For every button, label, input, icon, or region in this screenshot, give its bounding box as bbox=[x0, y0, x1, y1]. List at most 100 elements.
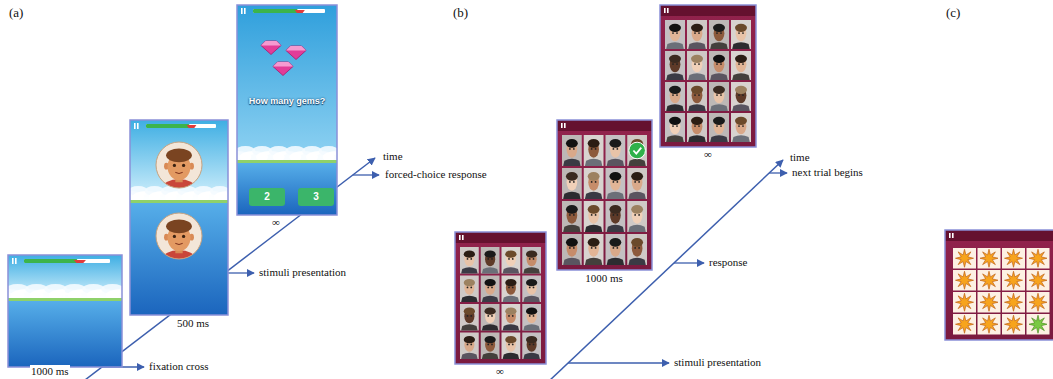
face-photo bbox=[502, 333, 521, 360]
face-photo bbox=[584, 234, 604, 265]
progress-track bbox=[253, 9, 325, 13]
face-photo bbox=[481, 304, 500, 331]
face-photo bbox=[606, 234, 626, 265]
app-screen bbox=[945, 230, 1053, 340]
star-tile bbox=[953, 270, 976, 291]
pause-icon bbox=[952, 233, 954, 238]
face-photo bbox=[606, 168, 626, 199]
screen-border bbox=[8, 255, 122, 367]
face-photo bbox=[460, 276, 479, 303]
screen-ground bbox=[557, 120, 652, 270]
screen-border bbox=[660, 5, 756, 147]
answer-button: 2 bbox=[249, 188, 285, 206]
face-photo bbox=[460, 247, 479, 274]
star-tile bbox=[978, 292, 1001, 313]
event-arrow bbox=[353, 174, 379, 175]
button-label: 3 bbox=[313, 188, 319, 206]
face-photo bbox=[709, 82, 729, 111]
pause-icon bbox=[564, 123, 566, 128]
pause-icon bbox=[241, 8, 243, 14]
label-anchor: next trial begins bbox=[791, 166, 864, 179]
boat-icon bbox=[295, 10, 305, 13]
timeline-label: ∞ bbox=[703, 148, 713, 161]
face-photo bbox=[687, 20, 707, 49]
clouds bbox=[8, 284, 122, 301]
gem-icon bbox=[286, 46, 306, 60]
pause-icon bbox=[667, 8, 669, 13]
star-tile bbox=[978, 270, 1001, 291]
face-photo bbox=[606, 135, 626, 166]
label-anchor: ∞ bbox=[703, 148, 713, 161]
pause-icon bbox=[462, 235, 464, 240]
grass bbox=[8, 298, 122, 301]
star-tile bbox=[978, 248, 1001, 269]
star-tile bbox=[1027, 248, 1050, 269]
gem-icon bbox=[261, 41, 281, 55]
face-photo bbox=[562, 135, 582, 166]
progress-fill bbox=[253, 9, 298, 13]
progress-fill bbox=[24, 259, 77, 263]
face-photo bbox=[665, 82, 685, 111]
face-photo bbox=[627, 168, 647, 199]
timeline-label: ∞ bbox=[271, 216, 281, 229]
panel-letter: (c) bbox=[945, 6, 961, 21]
face-photo bbox=[460, 304, 479, 331]
label-anchor: (a) bbox=[8, 6, 24, 21]
game-screen bbox=[8, 255, 122, 367]
face-photo bbox=[709, 51, 729, 80]
face-photo bbox=[606, 201, 626, 232]
face-photo bbox=[709, 113, 729, 142]
star-tile bbox=[1027, 314, 1050, 335]
star-tile bbox=[953, 248, 976, 269]
water bbox=[237, 163, 337, 215]
pause-icon bbox=[12, 258, 14, 264]
label-anchor: time bbox=[789, 151, 811, 164]
pause-icon bbox=[561, 123, 563, 128]
face-photo bbox=[627, 135, 647, 166]
screen-ground bbox=[945, 230, 1053, 340]
label-anchor: 1000 ms bbox=[584, 272, 624, 285]
panel-letter: (b) bbox=[452, 6, 469, 21]
timeline-label: 500 ms bbox=[176, 317, 210, 330]
screen-ground bbox=[455, 232, 546, 364]
star-tile bbox=[1002, 292, 1025, 313]
screen-ground bbox=[660, 5, 756, 147]
timeline-label: time bbox=[789, 151, 811, 164]
star-tile bbox=[1027, 292, 1050, 313]
face-photo bbox=[584, 201, 604, 232]
face-photo bbox=[665, 113, 685, 142]
event-arrow bbox=[674, 262, 704, 263]
grass bbox=[237, 160, 337, 163]
pause-icon bbox=[244, 8, 246, 14]
star-tile bbox=[1002, 248, 1025, 269]
face-photo bbox=[584, 168, 604, 199]
pause-icon bbox=[949, 233, 951, 238]
screen-border bbox=[130, 120, 228, 315]
label-anchor: 500 ms bbox=[176, 317, 210, 330]
face-photo bbox=[522, 247, 541, 274]
face-photo bbox=[481, 247, 500, 274]
cartoon-face bbox=[156, 213, 202, 267]
top-bar bbox=[455, 232, 546, 243]
label-anchor: ∞ bbox=[495, 365, 505, 378]
fixation-cross bbox=[60, 290, 68, 298]
timeline-label: 1000 ms bbox=[30, 365, 70, 378]
face-photo bbox=[731, 20, 751, 49]
sky bbox=[237, 5, 337, 160]
top-bar bbox=[945, 230, 1053, 241]
star-tile bbox=[953, 314, 976, 335]
face-photo bbox=[502, 304, 521, 331]
boat-icon bbox=[74, 260, 86, 263]
water bbox=[130, 203, 228, 315]
timeline-label: fixation cross bbox=[148, 360, 210, 373]
face-photo bbox=[502, 276, 521, 303]
pause-icon bbox=[134, 123, 136, 129]
cartoon-face bbox=[156, 142, 202, 196]
screen-border bbox=[237, 5, 337, 215]
face-photo bbox=[731, 82, 751, 111]
prompt-text: How many gems? bbox=[249, 96, 326, 107]
face-photo bbox=[502, 247, 521, 274]
star-tile bbox=[978, 314, 1001, 335]
face-photo bbox=[562, 168, 582, 199]
